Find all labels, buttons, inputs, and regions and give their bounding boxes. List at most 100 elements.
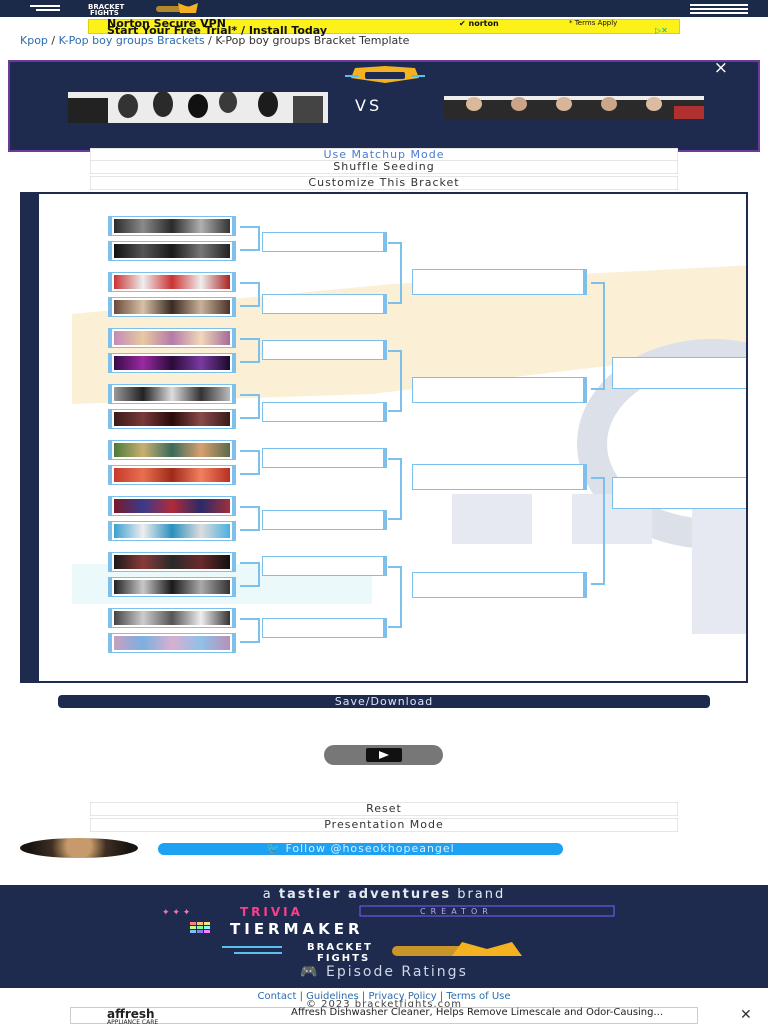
seed-slot-2[interactable]: [108, 241, 236, 261]
round4-slot-2[interactable]: [612, 477, 746, 509]
connector: [240, 394, 260, 419]
round2-slot-3[interactable]: [262, 340, 387, 360]
episode-ratings-link[interactable]: 🎮 Episode Ratings: [300, 964, 468, 980]
ad-line-1: Norton Secure VPN: [107, 17, 226, 30]
seed-slot-8[interactable]: [108, 409, 236, 429]
seed-slot-16[interactable]: [108, 633, 236, 653]
matchup-modal: × VS: [8, 60, 760, 152]
contact-link[interactable]: Contact: [257, 991, 297, 1002]
avatar[interactable]: [20, 838, 138, 858]
connector: [591, 477, 605, 585]
seed-slot-7[interactable]: [108, 384, 236, 404]
ad-bottom-sub: APPLIANCE CARE: [107, 1019, 159, 1026]
seed-slot-10[interactable]: [108, 465, 236, 485]
round2-slot-8[interactable]: [262, 618, 387, 638]
connector: [240, 338, 260, 363]
seed-slot-11[interactable]: [108, 496, 236, 516]
seed-slot-4[interactable]: [108, 297, 236, 317]
connector: [240, 562, 260, 587]
seed-slot-5[interactable]: [108, 328, 236, 348]
ad-terms: * Terms Apply: [569, 19, 618, 27]
reset-button[interactable]: Reset: [90, 802, 678, 816]
bottom-ad-banner[interactable]: affresh APPLIANCE CARE Affresh Dishwashe…: [70, 1007, 698, 1026]
round2-slot-2[interactable]: [262, 294, 387, 314]
logo-text: BRACKET: [88, 3, 124, 11]
top-header: BRACKET FIGHTS: [0, 0, 768, 17]
follow-label: Follow @hoseokhopeangel: [285, 842, 455, 855]
breadcrumb-current: K-Pop boy groups Bracket Template: [215, 34, 410, 47]
seed-slot-3[interactable]: [108, 272, 236, 292]
connector: [591, 282, 605, 390]
seed-slot-12[interactable]: [108, 521, 236, 541]
footer-links: Contact | Guidelines | Privacy Policy | …: [257, 991, 511, 1002]
close-icon[interactable]: ✕: [740, 1007, 752, 1023]
seed-slot-1[interactable]: [108, 216, 236, 236]
seed-slot-13[interactable]: [108, 552, 236, 572]
ad-line-2: Start Your Free Trial* / Install Today: [107, 24, 328, 37]
vs-label: VS: [355, 96, 383, 115]
round4-slot-1[interactable]: [612, 357, 746, 389]
presentation-mode-button[interactable]: Presentation Mode: [90, 818, 678, 832]
breadcrumb-kpop[interactable]: Kpop: [20, 34, 48, 47]
hamburger-icon[interactable]: [690, 4, 748, 14]
bracketfights-footer-logo[interactable]: BRACKET FIGHTS: [222, 940, 542, 962]
connector: [388, 566, 402, 628]
shuffle-seeding-button[interactable]: Shuffle Seeding: [90, 160, 678, 174]
round2-slot-5[interactable]: [262, 448, 387, 468]
trivia-creator-logo[interactable]: ✦ ✦ ✦ TRIVIA CREATOR: [160, 905, 620, 917]
ad-bottom-text: Affresh Dishwasher Cleaner, Helps Remove…: [291, 1007, 664, 1018]
round3-slot-2[interactable]: [412, 377, 587, 403]
round3-slot-3[interactable]: [412, 464, 587, 490]
tiermaker-text: TIERMAKER: [230, 921, 364, 935]
bracketfights-logo[interactable]: BRACKET FIGHTS: [28, 1, 213, 16]
connector: [388, 458, 402, 520]
breadcrumb: Kpop / K-Pop boy groups Brackets / K-Pop…: [20, 34, 410, 47]
svg-text:FIGHTS: FIGHTS: [90, 9, 119, 16]
trivia-text: TRIVIA: [240, 905, 303, 917]
connector: [240, 226, 260, 251]
gamepad-icon: 🎮: [300, 964, 320, 980]
seed-slot-6[interactable]: [108, 353, 236, 373]
close-icon[interactable]: ×: [713, 58, 728, 78]
tastier-brand-name[interactable]: tastier adventures: [278, 887, 452, 902]
bracket-watermark: [72, 265, 746, 634]
guidelines-link[interactable]: Guidelines: [306, 991, 359, 1002]
matchup-left-image[interactable]: [68, 92, 328, 123]
seed-slot-15[interactable]: [108, 608, 236, 628]
copyright: © 2023 bracketfights.com: [305, 999, 463, 1010]
bf-text: BRACKET: [307, 942, 373, 953]
round2-slot-4[interactable]: [262, 402, 387, 422]
round2-slot-7[interactable]: [262, 556, 387, 576]
svg-text:CREATOR: CREATOR: [420, 907, 493, 916]
connector: [388, 242, 402, 304]
bracket-sidebar: [22, 194, 39, 681]
round2-slot-6[interactable]: [262, 510, 387, 530]
matchup-right-image[interactable]: [444, 96, 704, 119]
connector: [240, 618, 260, 643]
seed-slot-14[interactable]: [108, 577, 236, 597]
seed-slot-9[interactable]: [108, 440, 236, 460]
customize-bracket-button[interactable]: Customize This Bracket: [90, 176, 678, 190]
top-ad-banner[interactable]: Norton Secure VPN Start Your Free Trial*…: [88, 17, 680, 37]
save-download-button[interactable]: Save/Download: [58, 695, 710, 708]
twitter-follow-button[interactable]: 🐦 Follow @hoseokhopeangel: [158, 843, 563, 855]
tiermaker-logo[interactable]: TIERMAKER: [190, 921, 580, 935]
connector: [240, 506, 260, 531]
bracket-board: [20, 192, 748, 683]
privacy-policy-link[interactable]: Privacy Policy: [368, 991, 437, 1002]
connector: [240, 282, 260, 307]
breadcrumb-brackets[interactable]: K-Pop boy groups Brackets: [58, 34, 205, 47]
round3-slot-4[interactable]: [412, 572, 587, 598]
round2-slot-1[interactable]: [262, 232, 387, 252]
tastier-brand-line: a tastier adventures brand: [262, 887, 506, 902]
ad-bottom-brand: affresh: [107, 1007, 155, 1021]
svg-text:✦ ✦ ✦: ✦ ✦ ✦: [162, 908, 191, 917]
connector: [240, 450, 260, 475]
connector: [388, 350, 402, 412]
play-button[interactable]: [324, 745, 443, 765]
ad-brand: ✔ norton: [459, 19, 499, 28]
ad-choices-icon[interactable]: ▷✕: [655, 26, 668, 35]
terms-of-use-link[interactable]: Terms of Use: [446, 991, 511, 1002]
svg-text:FIGHTS: FIGHTS: [317, 953, 370, 962]
round3-slot-1[interactable]: [412, 269, 587, 295]
